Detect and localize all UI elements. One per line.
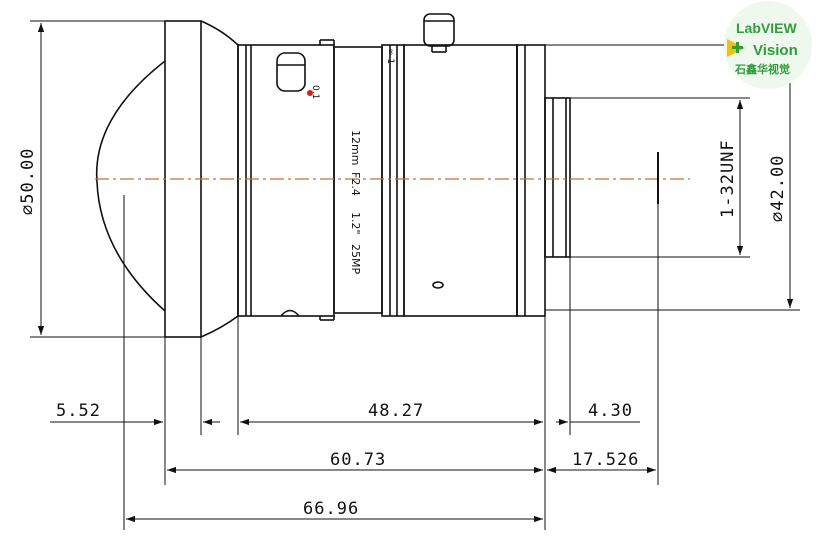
focus-mark-min: 0.1	[310, 85, 320, 99]
dim-dia-50-label: ⌀50.00	[18, 148, 38, 215]
engraving-aperture: F2.4	[349, 172, 362, 196]
iris-ring	[381, 44, 405, 317]
extension-lines	[123, 195, 659, 530]
main-barrel	[403, 44, 518, 317]
dim-thread	[570, 97, 750, 258]
dim-48-27-label: 48.27	[368, 401, 424, 421]
index-dot	[307, 90, 313, 96]
dim-4-30-label: 4.30	[588, 401, 633, 421]
dim-5-52-label: 5.52	[56, 401, 101, 421]
dim-17-526-label: 17.526	[572, 450, 639, 470]
engraving-resolution: 25MP	[349, 244, 362, 274]
logo-text-line3: 石鑫华视觉	[734, 62, 790, 76]
dim-dia-42-label: ⌀42.00	[768, 155, 788, 222]
labview-vision-logo: LabVIEW Vision 石鑫华视觉	[724, 1, 812, 89]
dim-thread-label: 1-32UNF	[718, 139, 738, 218]
dim-60-73-label: 60.73	[330, 450, 386, 470]
front-glass-dome	[95, 60, 166, 312]
front-taper-top	[200, 20, 239, 46]
engraving-focal: 12mm	[349, 130, 362, 165]
engraving-format: 1.2"	[349, 212, 362, 235]
focus-lock-screw	[276, 52, 306, 92]
lens-body	[95, 13, 571, 338]
mount-thread	[544, 97, 571, 258]
focus-mark-inf: ∞ 1	[385, 48, 395, 64]
rear-ring	[516, 44, 546, 317]
dim-dia-50	[30, 20, 165, 338]
logo-text-line1: LabVIEW	[736, 20, 797, 36]
lens-engraving: 12mm F2.4 1.2" 25MP 0.1 ∞ 1	[310, 48, 395, 274]
iris-lock-screw	[423, 13, 455, 47]
logo-text-line2: Vision	[753, 42, 798, 59]
front-taper-bottom	[200, 315, 239, 338]
dim-66-96-label: 66.96	[303, 499, 359, 519]
